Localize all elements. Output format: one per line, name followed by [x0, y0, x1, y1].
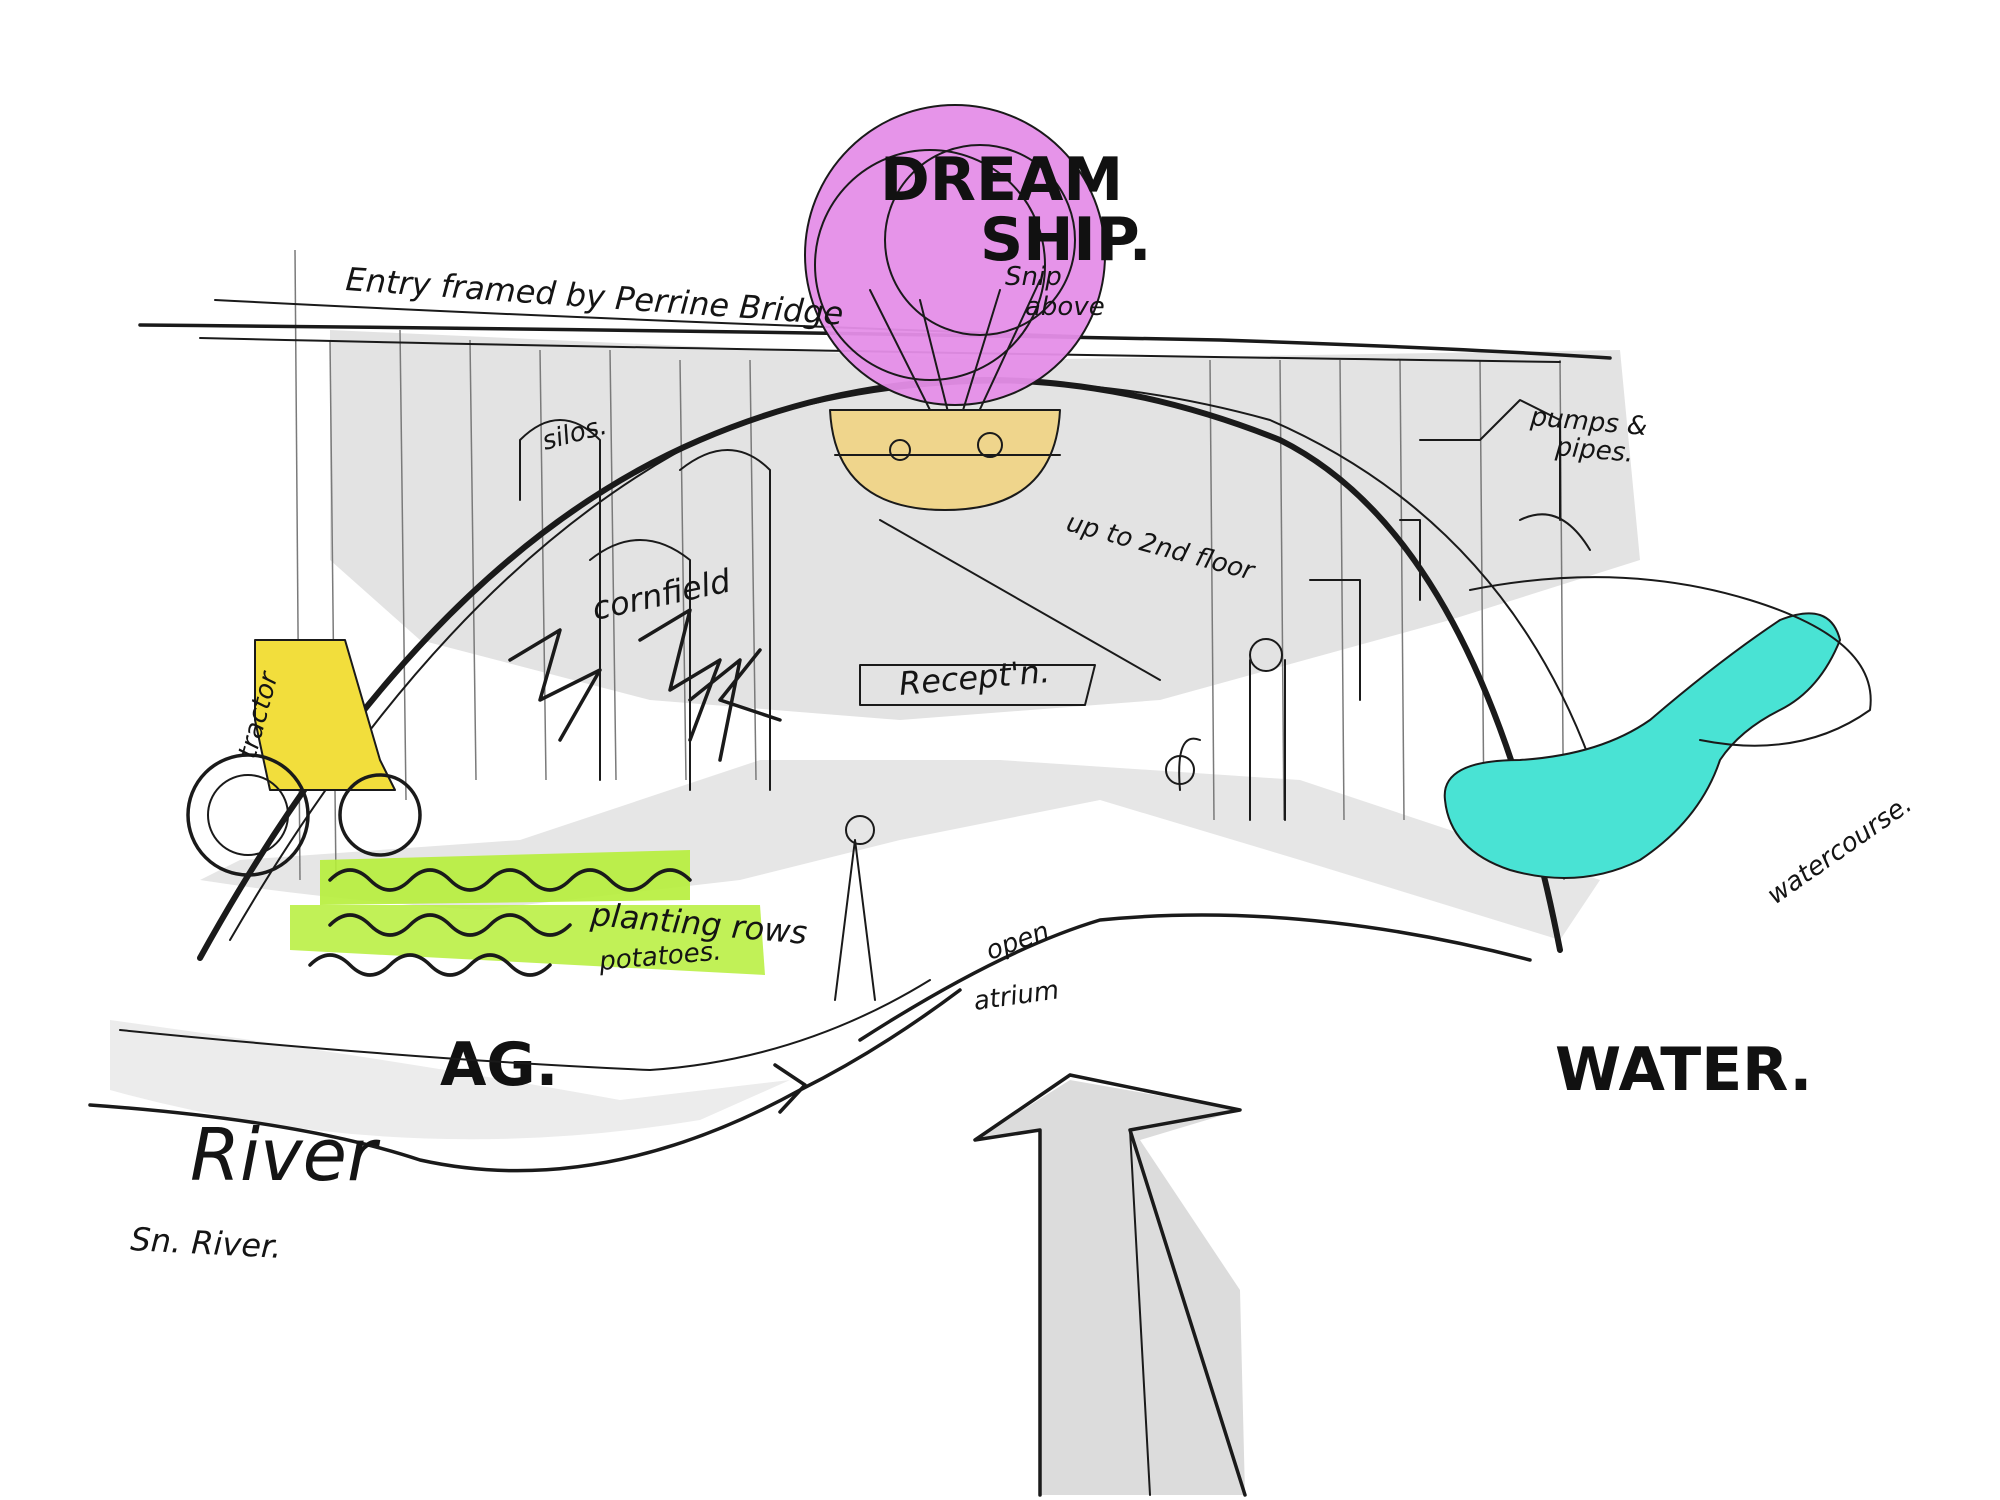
open-atrium-label-2: atrium [972, 975, 1061, 1017]
dream-ship-sub-2: above [1025, 292, 1105, 322]
snake-river-label: Sn. River. [130, 1220, 283, 1266]
river-arrow-icon [88, 979, 962, 1173]
watercourse-label: watercourse. [1762, 789, 1918, 911]
suspended-bowl [829, 409, 1061, 511]
pumps-pipes-label-2: pipes. [1553, 432, 1634, 469]
entry-arrow-icon [973, 1073, 1247, 1497]
dream-ship-balloon-icon: DREAM SHIP. Snip above [804, 104, 1152, 421]
person-figure-icon [834, 638, 1286, 1001]
dream-ship-sub-1: Snip [1005, 262, 1062, 292]
watercourse: watercourse. [1443, 576, 1918, 911]
water-zone-label: WATER. [1555, 1035, 1812, 1105]
open-atrium: open atrium [858, 913, 1532, 1042]
dream-ship-label-1: DREAM [880, 145, 1123, 215]
planting-rows: planting rows potatoes. [290, 850, 809, 977]
open-atrium-label-1: open [982, 916, 1053, 966]
dream-ship-label-2: SHIP. [980, 205, 1152, 275]
river-label: River [190, 1113, 381, 1197]
tractor-icon: tractor [186, 639, 422, 877]
entry-label: Entry framed by Perrine Bridge [344, 260, 844, 333]
